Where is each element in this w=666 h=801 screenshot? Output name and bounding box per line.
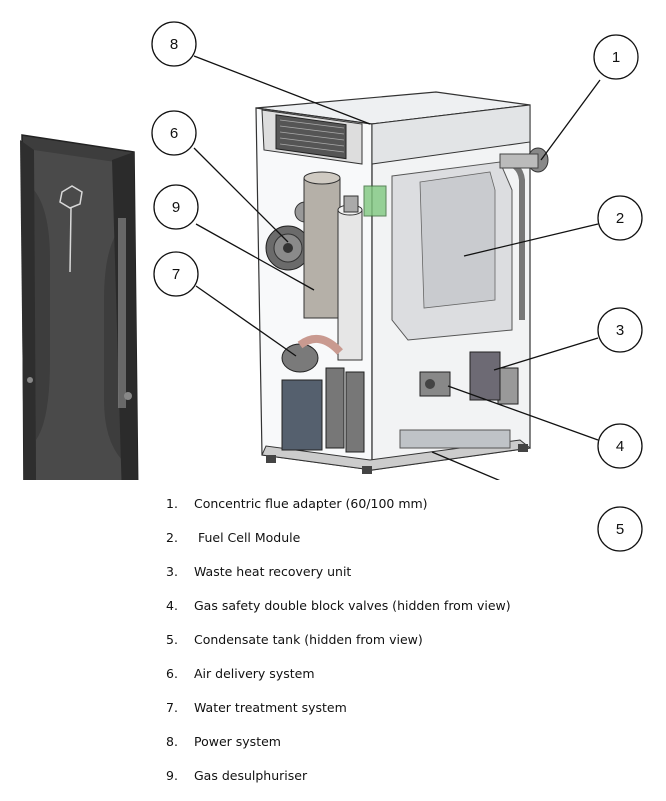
callout-2: 2 [597,195,643,241]
leader-line-8 [193,55,371,125]
legend-item: 1. Concentric flue adapter (60/100 mm) [166,486,636,520]
legend-number: 4. [166,597,178,613]
legend-item: 2. Fuel Cell Module [166,520,636,554]
component-legend: 1. Concentric flue adapter (60/100 mm) 2… [166,486,636,792]
legend-number: 7. [166,699,178,715]
legend-number: 3. [166,563,178,579]
air-delivery-fan [265,201,316,271]
legend-number: 6. [166,665,178,681]
svg-text:4: 4 [616,438,624,455]
legend-number: 2. [166,529,178,545]
desulphuriser-cylinder [303,171,387,361]
callout-3: 3 [597,307,643,353]
gas-valves [419,367,519,405]
legend-item: 4. Gas safety double block valves (hidde… [166,588,636,622]
callout-6: 6 [151,110,197,156]
unit-illustration: 1 2 3 4 6 7 8 9 [20,21,643,480]
leader-lines [193,55,601,480]
legend-item: 9. Gas desulphuriser [166,758,636,792]
legend-item: 7. Water treatment system [166,690,636,724]
callout-7: 7 [153,251,199,297]
leader-line-6 [193,147,289,243]
svg-text:9: 9 [172,199,180,216]
svg-text:6: 6 [170,125,178,142]
legend-number: 8. [166,733,178,749]
legend-text: Condensate tank (hidden from view) [194,631,423,647]
leader-line-1 [540,79,601,161]
callout-5: 5 [597,506,643,552]
legend-number: 5. [166,631,178,647]
legend-text: Air delivery system [194,665,315,681]
leader-line-5 [431,451,501,480]
legend-number: 9. [166,767,178,783]
legend-text: Concentric flue adapter (60/100 mm) [194,495,428,511]
svg-text:3: 3 [616,322,624,339]
leader-line-9 [195,223,315,291]
callout-8: 8 [151,21,197,67]
svg-text:5: 5 [616,521,624,538]
svg-text:2: 2 [616,210,624,227]
legend-text: Power system [194,733,281,749]
water-treatment [281,334,365,453]
callout-1: 1 [593,34,639,80]
legend-text: Waste heat recovery unit [194,563,352,579]
legend-item: 3. Waste heat recovery unit [166,554,636,588]
svg-text:8: 8 [170,36,178,53]
condensate-tank [399,429,511,449]
legend-text: Fuel Cell Module [194,529,301,545]
legend-number: 1. [166,495,178,511]
legend-item: 6. Air delivery system [166,656,636,690]
waste-heat-unit [469,351,501,401]
legend-text: Water treatment system [194,699,347,715]
callout-4: 4 [597,423,643,469]
svg-text:1: 1 [612,49,620,66]
legend-item: 8. Power system [166,724,636,758]
legend-text: Gas desulphuriser [194,767,308,783]
fuel-cell-module [391,147,549,341]
svg-text:7: 7 [172,266,180,283]
legend-item: 5. Condensate tank (hidden from view) [166,622,636,656]
legend-text: Gas safety double block valves (hidden f… [194,597,511,613]
leader-line-3 [493,337,599,371]
leader-line-2 [463,223,599,257]
callout-9: 9 [153,184,199,230]
leader-line-7 [195,285,297,357]
front-door-panel [20,134,139,480]
leader-line-4 [447,385,599,441]
